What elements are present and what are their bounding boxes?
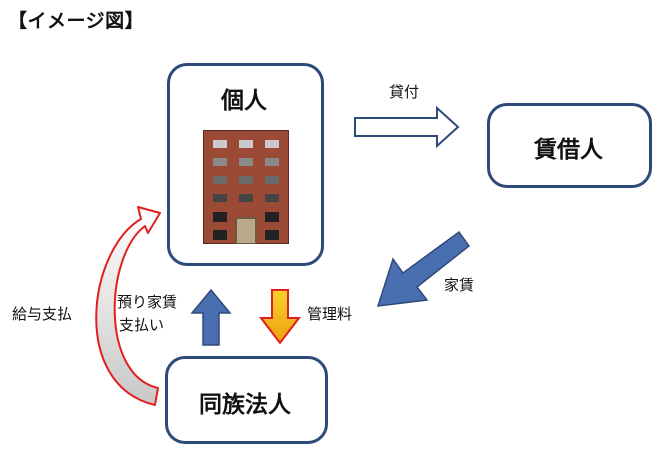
page-title: 【イメージ図】 [8, 10, 145, 32]
management-fee-label: 管理料 [307, 305, 353, 323]
deposit-payment-arrow [190, 288, 232, 346]
salary-payment-label: 給与支払 [12, 305, 73, 323]
salary-payment-arrow [95, 206, 161, 406]
building-icon [203, 130, 289, 244]
deposit-payment-label-line2: 支払い [119, 316, 165, 334]
management-fee-arrow [258, 289, 302, 345]
family-corp-node: 同族法人 [165, 356, 328, 444]
rent-label: 家賃 [444, 276, 475, 294]
deposit-payment-label-line1: 預り家賃 [117, 293, 178, 311]
lending-arrow [354, 105, 460, 149]
individual-label: 個人 [221, 88, 267, 114]
rent-arrow [376, 230, 471, 307]
family-corp-label: 同族法人 [199, 392, 291, 418]
lending-label: 貸付 [389, 83, 420, 101]
individual-node: 個人 [167, 63, 324, 266]
borrower-label: 賃借人 [534, 137, 603, 163]
borrower-node: 賃借人 [487, 103, 652, 188]
